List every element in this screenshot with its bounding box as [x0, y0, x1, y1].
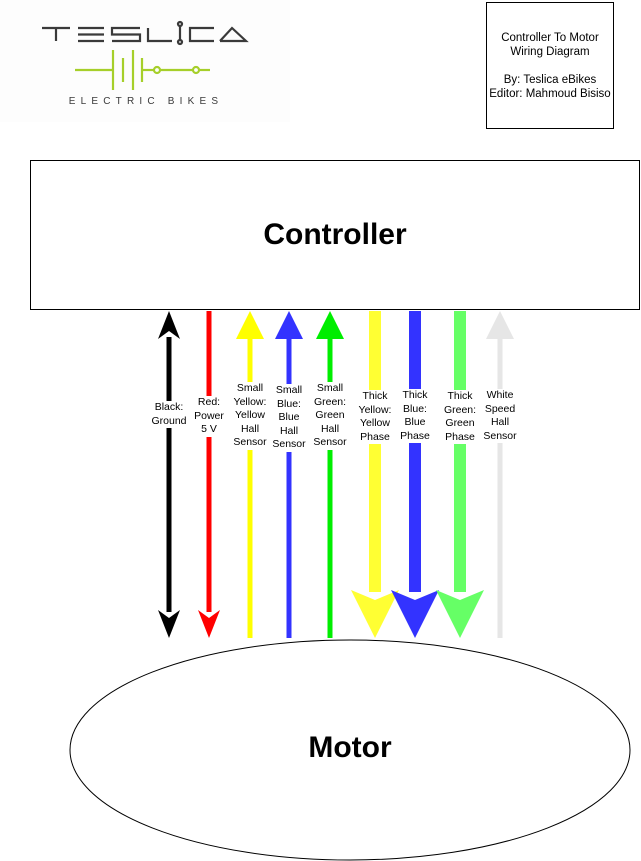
wire-white-speed-hall[interactable]: [486, 311, 514, 638]
arrowhead-down-icon: [158, 610, 180, 638]
wire-label-line: Black:: [154, 401, 184, 413]
battery-circuit-icon: [75, 50, 210, 90]
title-line-1: Controller To Motor: [501, 31, 599, 44]
arrowhead-down-icon: [198, 610, 220, 638]
wire-label-line: Small: [236, 382, 264, 394]
arrowhead-up-icon: [275, 311, 303, 339]
controller-box[interactable]: Controller: [30, 160, 640, 310]
wire-label-line: Blue: [404, 416, 426, 428]
wire-black-ground[interactable]: [158, 311, 180, 638]
title-line-2: Wiring Diagram: [510, 45, 590, 58]
wire-label-line: Phase: [360, 430, 390, 443]
wire-red-power[interactable]: [198, 311, 220, 638]
wire-small-blue-hall[interactable]: [275, 311, 303, 638]
wire-label-line: Phase: [400, 429, 430, 442]
wire-label-line: Sensor: [272, 438, 306, 450]
arrowhead-up-icon: [486, 311, 514, 339]
arrowhead-down-icon: [351, 590, 399, 638]
arrowhead-up-icon: [236, 311, 264, 339]
author-line: By: Teslica eBikes: [503, 73, 597, 86]
diagram-title-box: Controller To Motor Wiring Diagram By: T…: [486, 2, 614, 129]
wire-small-green-hall[interactable]: [316, 311, 344, 638]
wire-label-line: Yellow:: [233, 395, 267, 408]
wire-label-line: Phase: [445, 430, 475, 443]
wire-label-line: Sensor: [233, 436, 267, 448]
wire-label-line: Blue:: [403, 402, 427, 415]
controller-label: Controller: [263, 218, 407, 251]
logo-tagline: ELECTRIC BIKES: [69, 96, 224, 107]
motor-label: Motor: [308, 731, 392, 764]
wire-label-line: Green:: [443, 403, 477, 416]
wire-label-line: Green:: [313, 395, 347, 408]
arrowhead-up-icon: [316, 311, 344, 339]
wire-label-line: Hall: [240, 422, 260, 435]
wire-thick-green-phase[interactable]: [436, 311, 484, 638]
wire-label-line: Blue: [278, 411, 300, 423]
wire-label-line: Sensor: [313, 436, 347, 448]
wire-label-line: Speed: [484, 402, 516, 415]
wire-thick-blue-phase[interactable]: [391, 311, 439, 638]
editor-line: Editor: Mahmoud Bisiso: [489, 87, 611, 100]
wire-label-line: Hall: [320, 422, 340, 435]
wire-label-line: Green: [315, 409, 345, 421]
wire-label-line: Yellow:: [358, 403, 392, 416]
wire-label-line: Small: [316, 382, 344, 394]
wire-label-line: Sensor: [483, 429, 517, 442]
brand-wordmark: [42, 20, 249, 46]
wire-label-black-ground: Black:Ground: [151, 401, 187, 428]
wire-label-line: Yellow: [360, 417, 390, 429]
wire-label-line: Thick: [362, 390, 388, 402]
wire-label-line: Ground: [151, 414, 187, 427]
arrowhead-down-icon: [391, 590, 439, 638]
arrowhead-down-icon: [436, 590, 484, 638]
wire-label-line: Green: [445, 417, 475, 429]
wire-layer: [158, 311, 514, 638]
teslica-logo: ELECTRIC BIKES: [0, 0, 290, 122]
wire-label-line: Hall: [490, 416, 510, 428]
wire-label-line: White: [486, 389, 514, 401]
wire-thick-yellow-phase[interactable]: [351, 311, 399, 638]
wire-label-line: Yellow: [235, 409, 265, 421]
wire-label-line: Thick: [447, 390, 473, 402]
motor-ellipse[interactable]: [69, 639, 631, 861]
wire-label-line: Hall: [279, 424, 299, 437]
wire-small-yellow-hall[interactable]: [236, 311, 264, 638]
wire-label-line: Power: [194, 409, 224, 422]
teslica-logo-graphic: ELECTRIC BIKES: [42, 20, 249, 107]
arrowhead-up-icon: [158, 311, 180, 339]
wire-label-line: Thick: [402, 389, 428, 401]
wire-label-line: 5 V: [201, 423, 217, 435]
wire-label-line: Small: [275, 384, 303, 396]
wire-label-line: Red:: [197, 396, 221, 408]
wire-label-line: Blue:: [277, 397, 301, 410]
